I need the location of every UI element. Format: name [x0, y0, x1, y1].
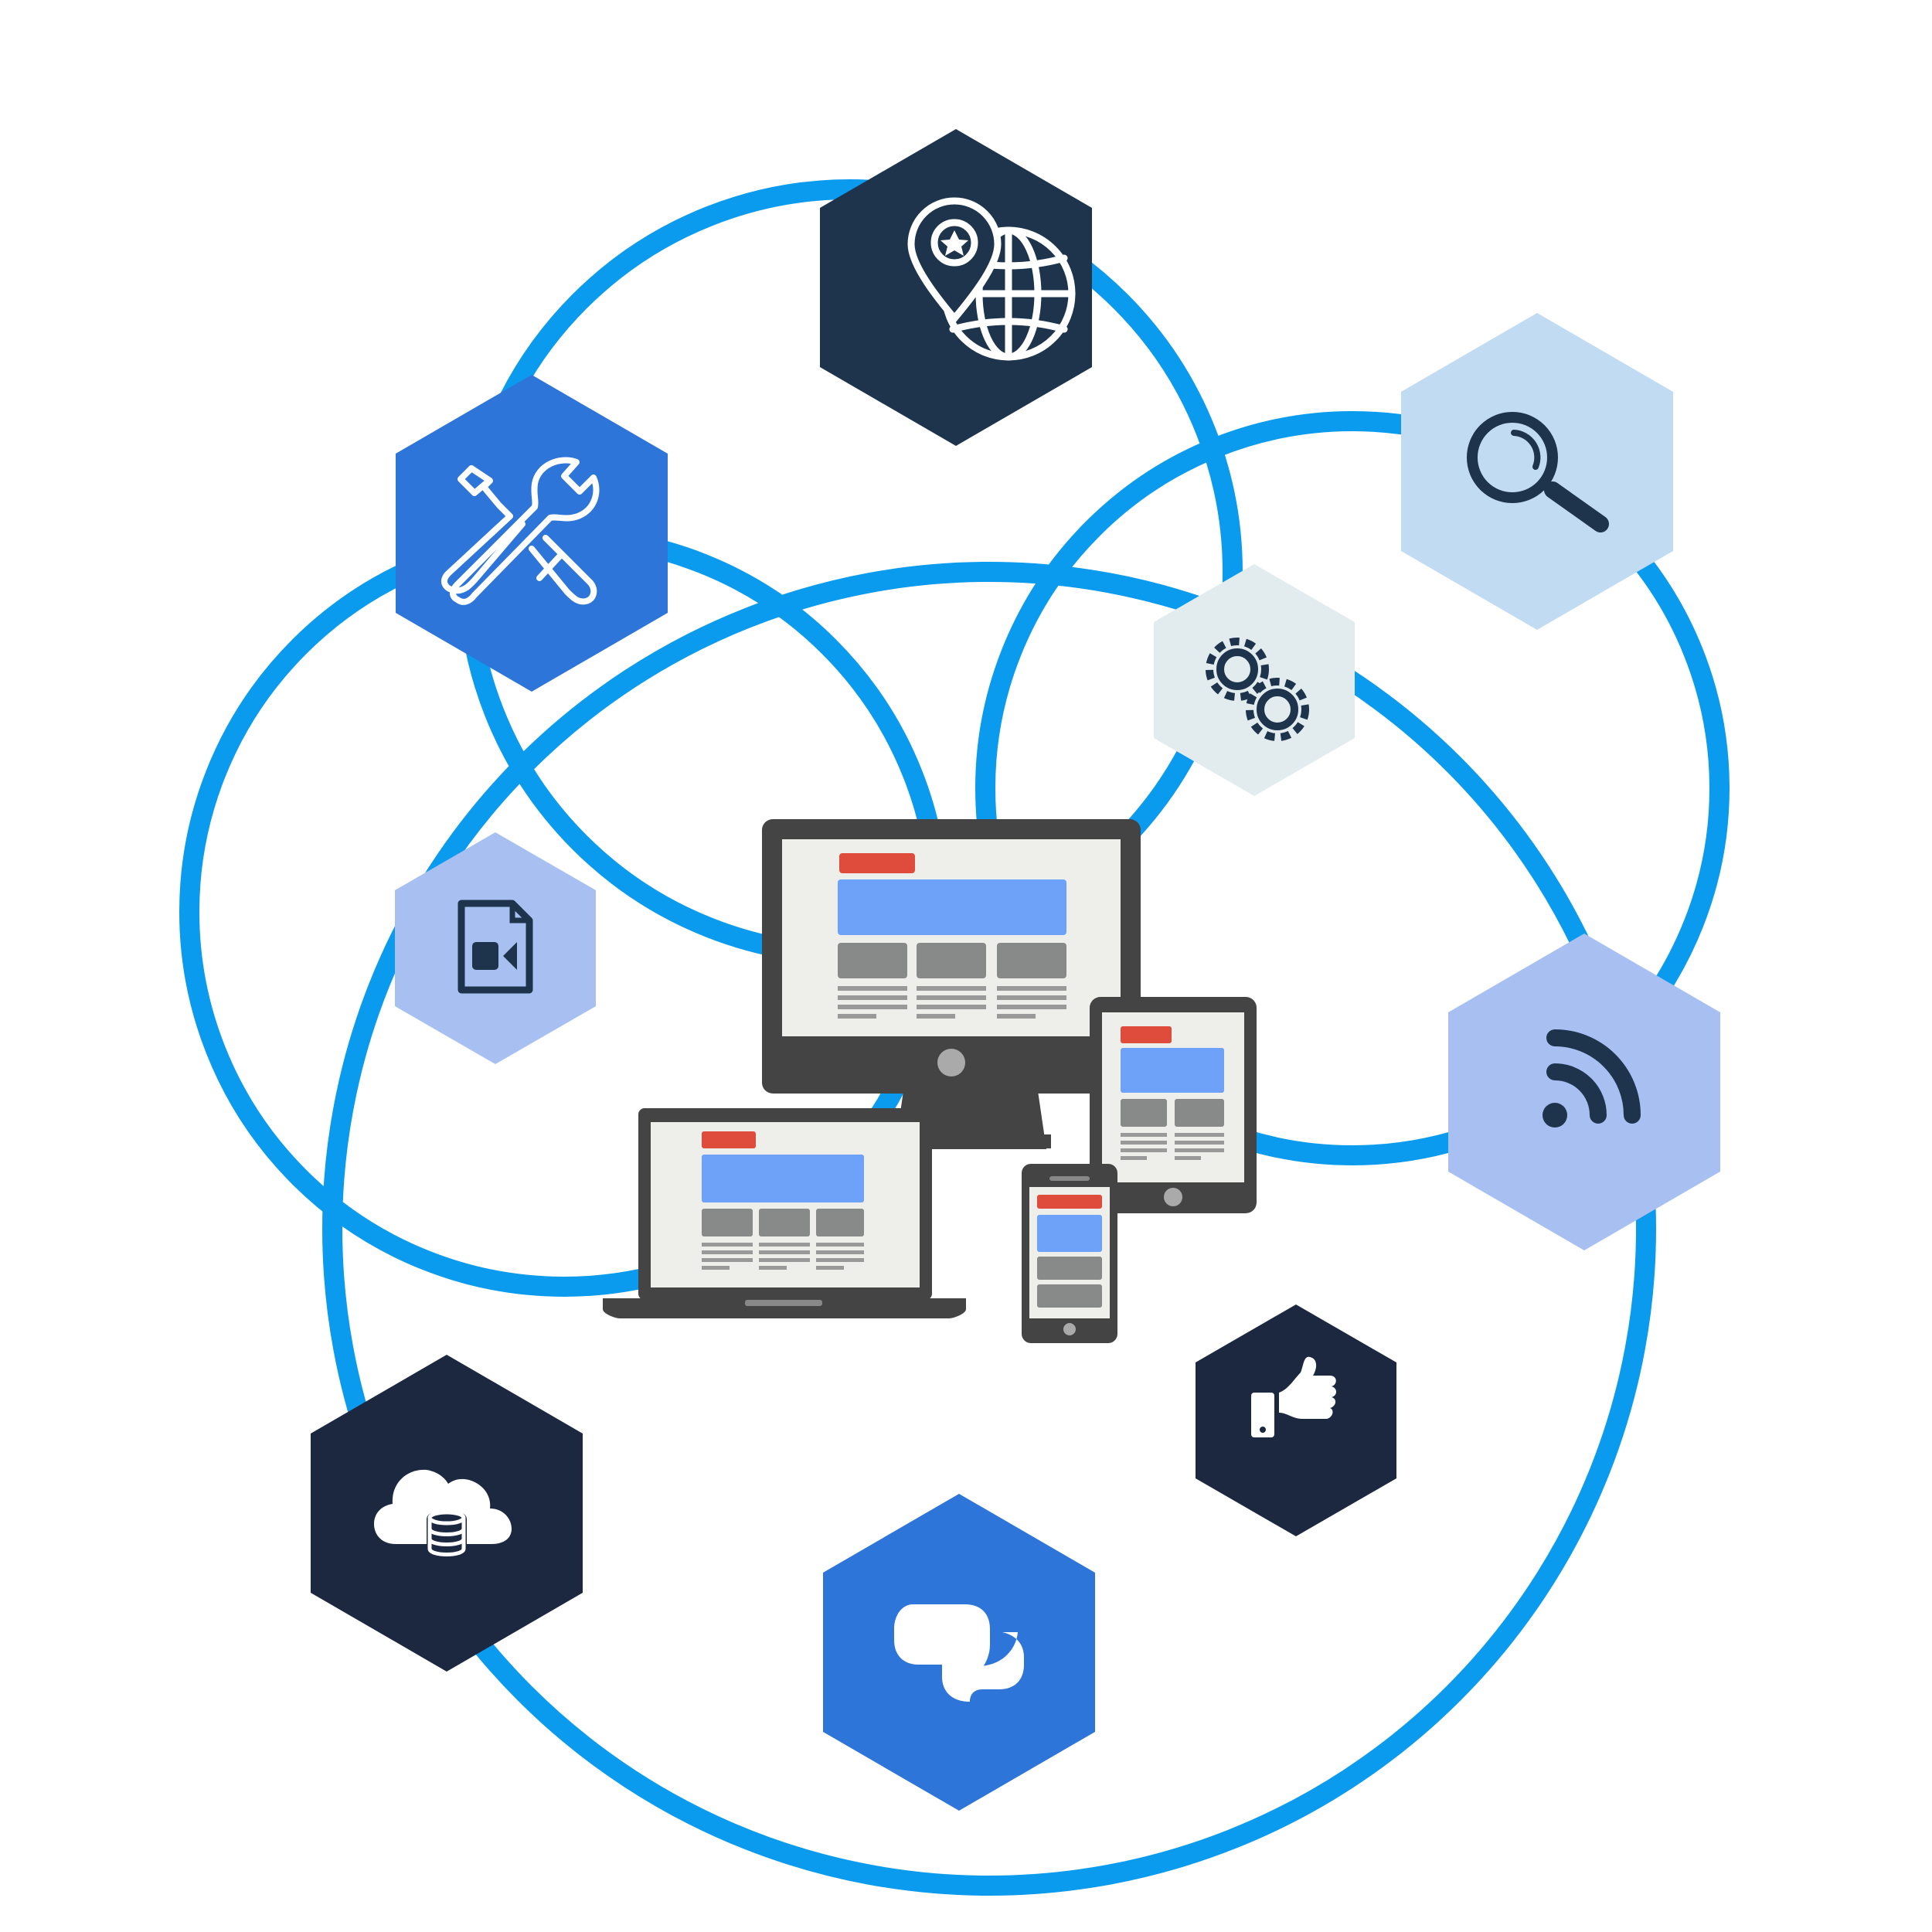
center-devices [603, 819, 1257, 1343]
rss-feed-icon [1543, 1029, 1641, 1128]
node-chat [823, 1494, 1095, 1811]
smartphone [1022, 1164, 1117, 1343]
cloud-database-icon [374, 1469, 512, 1556]
node-settings [1154, 564, 1355, 796]
node-rss [1448, 934, 1720, 1250]
tablet [1090, 997, 1257, 1213]
chat-bubbles-icon [894, 1604, 1024, 1702]
desktop-monitor [762, 819, 1141, 1149]
gears-icon [1206, 638, 1309, 741]
magnifier-icon [1467, 412, 1609, 532]
wrench-screwdriver-icon [440, 457, 600, 605]
node-cloud-database [311, 1355, 583, 1672]
laptop [603, 1108, 966, 1318]
video-file-icon [457, 900, 533, 994]
node-tools [396, 375, 668, 692]
hexagon [1196, 1304, 1396, 1536]
ring-right [975, 411, 1730, 1165]
hexagon [1401, 313, 1673, 630]
ring-bottom-center [322, 562, 1656, 1896]
node-video-file [395, 832, 596, 1064]
mobile-thumbs-up-icon [1251, 1356, 1336, 1437]
node-mobile-like [1196, 1304, 1396, 1536]
location-globe-icon [907, 197, 1076, 361]
node-location-globe [820, 129, 1092, 446]
node-search [1401, 313, 1673, 630]
